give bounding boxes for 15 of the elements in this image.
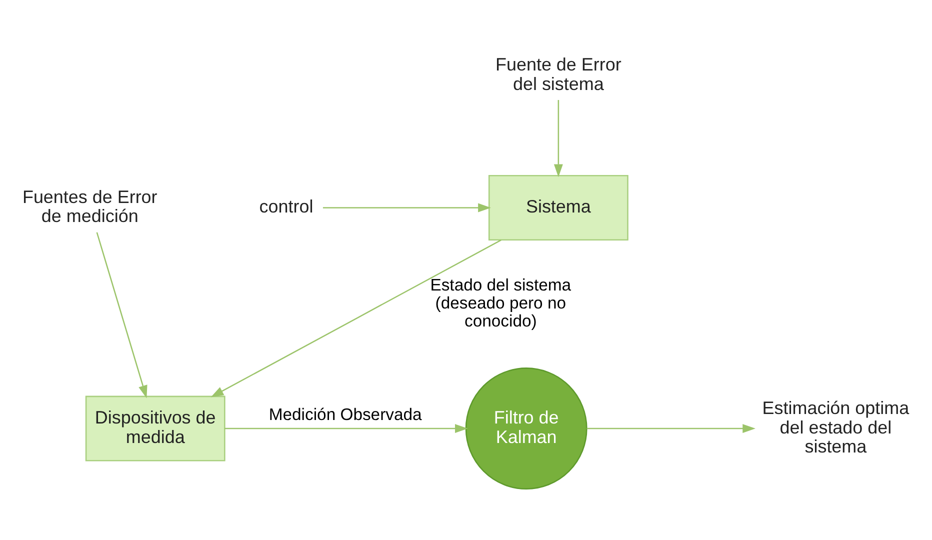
arrow xyxy=(210,240,502,398)
node-circle: Filtro de Kalman xyxy=(465,368,588,490)
edge-label: Medición Observada xyxy=(268,405,422,424)
node-text: Fuente de Error del sistema xyxy=(496,54,622,94)
edge-label: Estado del sistema (deseado pero no conocido) xyxy=(430,275,572,330)
node-text: Fuentes de Error de medición xyxy=(22,186,158,226)
arrow xyxy=(554,100,563,178)
arrow xyxy=(586,424,756,434)
arrow xyxy=(96,232,148,398)
node-text: control xyxy=(259,196,314,216)
arrow xyxy=(224,424,468,434)
node-box: Dispositivos de medida xyxy=(85,396,226,462)
node-box: Sistema xyxy=(488,175,628,240)
arrow xyxy=(322,203,491,212)
node-text: Estimación optima del estado del sistema xyxy=(762,398,910,457)
